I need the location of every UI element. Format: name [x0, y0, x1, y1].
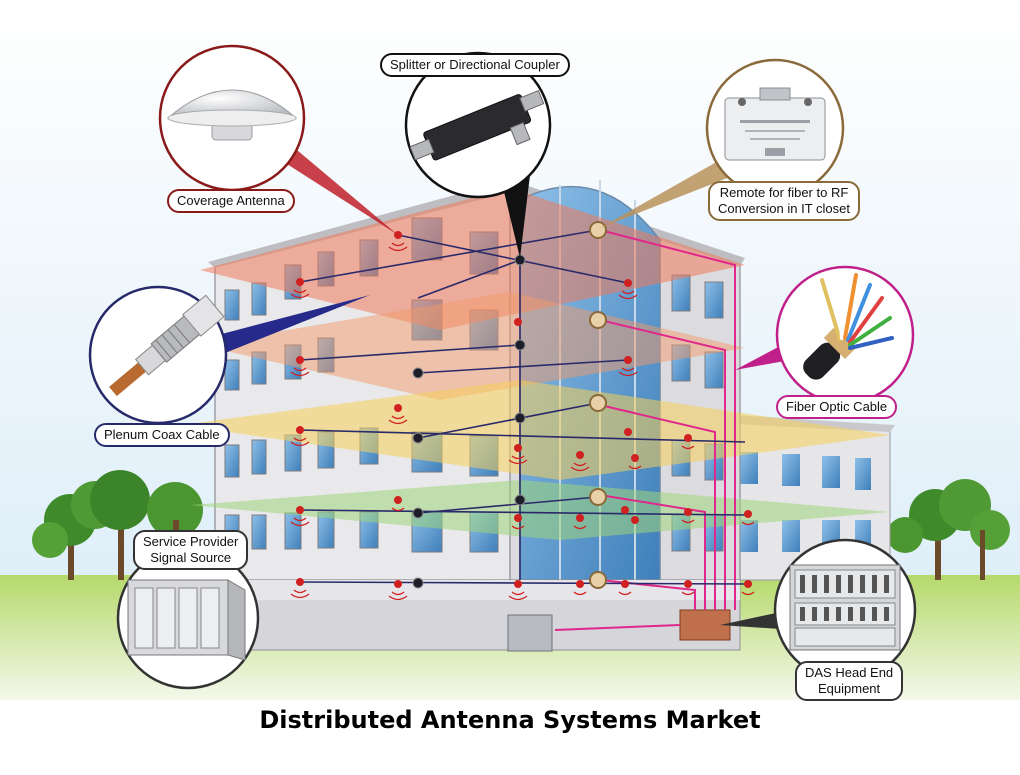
remote-label: Remote for fiber to RF Conversion in IT …	[708, 181, 860, 221]
fiber-optic-runs	[554, 229, 736, 631]
fiber-optic-label: Fiber Optic Cable	[776, 395, 898, 419]
plenum-coax-detail	[88, 285, 228, 425]
coverage-antenna-pointer	[265, 140, 398, 235]
building-basement	[214, 579, 741, 652]
service-provider-label-line2: Signal Source	[150, 550, 232, 565]
plenum-coax-label-text: Plenum Coax Cable	[104, 427, 220, 442]
coax-cable-icon	[109, 294, 225, 397]
service-provider-label: Service Provider Signal Source	[133, 530, 249, 570]
signal-source-rack-icon	[127, 579, 246, 661]
coax-pointer	[180, 295, 370, 365]
coverage-antenna-label-text: Coverage Antenna	[177, 193, 285, 208]
splitter-pointer	[500, 175, 530, 258]
splitter-detail	[404, 51, 552, 199]
head-end-label-line1: DAS Head End	[805, 665, 894, 680]
splitter-nodes	[412, 254, 526, 589]
title-band	[0, 700, 1020, 775]
fiber-cable-icon	[803, 273, 894, 380]
floor-plane-third	[180, 380, 890, 480]
head-end-rack-icon	[789, 564, 901, 651]
basement-equipment-box	[507, 614, 553, 652]
service-provider-label-line1: Service Provider	[143, 534, 239, 549]
service-provider-detail	[116, 546, 260, 690]
fiber-pointer	[735, 345, 790, 370]
fiber-optic-detail	[775, 265, 915, 405]
trees-right	[887, 479, 1010, 580]
head-end-label-line2: Equipment	[818, 681, 881, 696]
head-end-detail	[773, 538, 917, 682]
remote-units	[589, 221, 607, 589]
splitter-label: Splitter or Directional Coupler	[380, 53, 570, 77]
remote-detail	[705, 58, 845, 198]
plenum-coax-label: Plenum Coax Cable	[94, 423, 230, 447]
coverage-antenna-label: Coverage Antenna	[167, 189, 295, 213]
page-title: Distributed Antenna Systems Market	[259, 706, 761, 734]
splitter-icon	[409, 90, 545, 161]
remote-label-line2: Conversion in IT closet	[718, 201, 850, 216]
remote-label-line1: Remote for fiber to RF	[719, 185, 849, 200]
remote-pointer	[600, 160, 735, 228]
coverage-antennas	[296, 231, 752, 588]
floor-plane-second	[200, 292, 745, 400]
coverage-antenna-detail	[158, 44, 306, 192]
signal-waves	[290, 242, 755, 601]
head-end-label: DAS Head End Equipment	[795, 661, 904, 701]
splitter-label-text: Splitter or Directional Coupler	[390, 57, 560, 72]
fiber-optic-label-text: Fiber Optic Cable	[786, 399, 888, 414]
coax-runs	[299, 229, 746, 585]
